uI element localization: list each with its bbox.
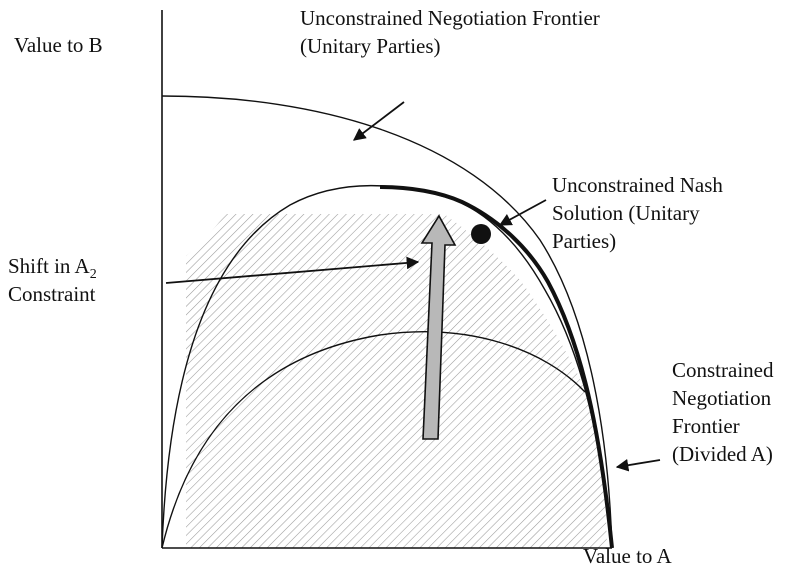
constrained-frontier-thick: [379, 185, 614, 549]
constrained-frontier-label-line3: Frontier: [672, 414, 740, 438]
feasible-region-hatch: [186, 214, 607, 548]
shift-arrow: [420, 214, 457, 440]
nash-solution-point: [471, 224, 491, 244]
y-axis-label: Value to B: [14, 33, 103, 57]
shift-constraint-label-line2: Constraint: [8, 282, 96, 306]
pointer-constrained-frontier: [615, 458, 661, 472]
nash-solution-label-line2: Solution (Unitary: [552, 201, 700, 225]
shift-constraint-prefix: Shift in A: [8, 254, 90, 278]
unconstrained-frontier-curve: [161, 95, 613, 549]
lower-frontier-arc: [161, 331, 586, 549]
pointer-unconstrained-frontier: [352, 101, 405, 141]
constrained-frontier-label-line2: Negotiation: [672, 386, 772, 410]
nash-solution-label-line3: Parties): [552, 229, 617, 253]
pointer-shift-constraint: [165, 256, 420, 284]
pointer-nash-solution: [498, 199, 547, 226]
shift-constraint-label-line1: Shift in A2: [8, 253, 97, 288]
shift-constraint-subscript: 2: [89, 267, 97, 282]
constrained-frontier-label-line1: Constrained: [672, 358, 774, 382]
unconstrained-frontier-label-line2: (Unitary Parties): [300, 34, 441, 58]
unconstrained-frontier-label-line1: Unconstrained Negotiation Frontier: [300, 6, 600, 30]
x-axis-label: Value to A: [583, 544, 672, 568]
constrained-frontier-label-line4: (Divided A): [672, 442, 773, 466]
nash-solution-label-line1: Unconstrained Nash: [552, 173, 723, 197]
